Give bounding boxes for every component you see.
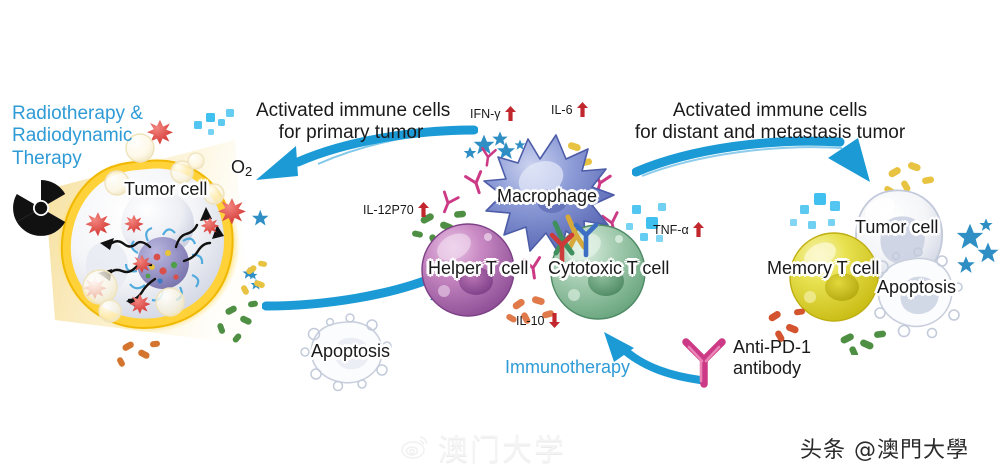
arrow-to-primary-tumor <box>256 125 478 180</box>
cytokine-label-ifn-gamma: IFN-γ <box>470 106 516 122</box>
helper-t-cell <box>421 223 515 317</box>
tnf-alpha-particles <box>626 203 666 242</box>
cytokine-name-il-10: IL-10 <box>516 314 545 328</box>
cytokine-label-il-12p70: IL-12P70 <box>363 202 429 218</box>
blue-star-particles-right <box>956 218 999 273</box>
anti-pd1-antibody-icon <box>682 338 726 388</box>
weibo-watermark: 澳门大学 <box>400 425 566 469</box>
therapy-header-line3: Therapy <box>12 147 82 169</box>
helper-t-cell-label: Helper T cell <box>428 258 529 278</box>
apoptosis-label-left: Apoptosis <box>311 341 391 361</box>
up-arrow-icon <box>576 102 588 117</box>
cytokine-name-ifn-gamma: IFN-γ <box>470 107 501 121</box>
up-arrow-icon <box>504 106 516 121</box>
oxygen-bubbles <box>82 133 225 323</box>
anti-pd1-label-line2: antibody <box>733 358 802 379</box>
macrophage-label: Macrophage <box>497 186 598 206</box>
ifn-gamma-particles <box>463 131 526 159</box>
up-arrow-icon <box>692 222 704 237</box>
cytokine-name-tnf-alpha: TNF-α <box>653 223 689 237</box>
cytokine-name-il-6: IL-6 <box>551 103 573 117</box>
weibo-watermark-text: 澳门大学 <box>438 433 566 468</box>
immune-cell-cluster-illustration <box>412 131 666 324</box>
therapy-header-line1: Radiotherapy & <box>12 103 143 124</box>
memory-t-cell <box>789 232 879 322</box>
therapy-header-line2: Radiodynamic <box>12 125 133 147</box>
oxygen-subscript: 2 <box>245 164 253 180</box>
primary-tumor-cell-illustration <box>45 109 269 367</box>
cytokine-label-tnf-alpha: TNF-α <box>653 222 704 238</box>
oxygen-label: O2 <box>231 157 252 180</box>
distant-tumor-illustration <box>768 162 999 355</box>
primary-tumor-header-line1: Activated immune cells <box>256 100 451 121</box>
up-arrow-icon <box>417 202 429 217</box>
cyan-cytokine-particles-right <box>790 193 840 229</box>
tumor-cell-nucleus <box>121 190 195 256</box>
apoptosis-cell-right <box>866 247 963 339</box>
primary-tumor-header: Activated immune cells for primary tumor <box>256 100 451 145</box>
immunotherapy-label: Immunotherapy <box>505 357 631 377</box>
anti-pd1-label-line1: Anti-PD-1 <box>733 337 812 357</box>
apoptosis-cell-left <box>300 313 392 392</box>
toutiao-watermark: 头条 @澳門大學 <box>800 438 969 463</box>
il10-particles <box>506 296 554 324</box>
tumor-cell-label-left: Tumor cell <box>124 179 208 199</box>
distant-tumor-header-line1: Activated immune cells <box>672 100 868 121</box>
tumor-cell-label-right: Tumor cell <box>855 217 939 237</box>
distant-tumor-header: Activated immune cells for distant and m… <box>625 100 915 145</box>
receptor-complexes <box>549 214 599 266</box>
cytokine-name-il-12p70: IL-12P70 <box>363 203 414 217</box>
memory-t-cell-label: Memory T cell <box>767 258 880 278</box>
oxygen-symbol: O <box>231 157 246 177</box>
cytokine-label-il-6: IL-6 <box>551 102 588 118</box>
orange-cytokines-right <box>768 308 805 342</box>
therapy-header: Radiotherapy & Radiodynamic Therapy <box>12 103 143 170</box>
distant-tumor-header-line2: for distant and metastasis tumor <box>634 122 906 144</box>
radiation-trefoil-icon <box>13 180 66 236</box>
down-arrow-icon <box>548 313 560 328</box>
cytokine-label-il-10: IL-10 <box>516 313 560 329</box>
apoptosis-label-right: Apoptosis <box>877 277 957 297</box>
green-cytokines-right <box>840 330 887 355</box>
arrow-immunotherapy <box>604 332 704 384</box>
arrow-to-distant-tumor <box>632 136 870 182</box>
cytotoxic-t-cell-label: Cytotoxic T cell <box>548 258 670 278</box>
anti-pd1-antibody-label: Anti-PD-1 antibody <box>733 337 811 379</box>
weibo-logo-icon <box>401 436 428 459</box>
cyan-cytokine-particles-left <box>194 109 234 135</box>
macrophage-cell <box>483 134 615 256</box>
rod-cytokines-left <box>117 260 268 367</box>
primary-tumor-header-line2: for primary tumor <box>278 122 424 144</box>
nanoparticle-payload <box>145 250 179 284</box>
